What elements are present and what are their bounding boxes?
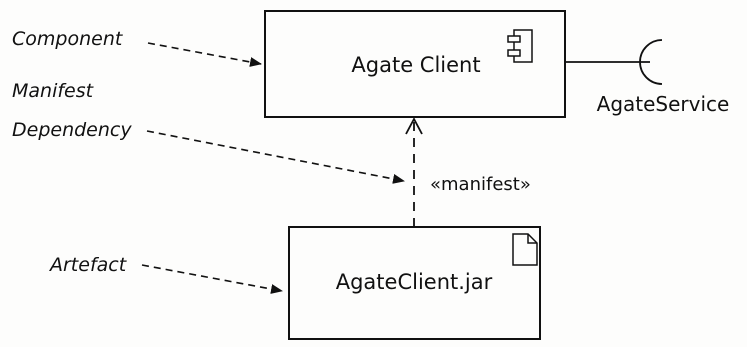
- component-name: Agate Client: [351, 53, 480, 77]
- component-icon: [507, 29, 533, 63]
- annotation-manifest-arrow: [146, 130, 405, 184]
- annotation-artefact-arrow: [141, 264, 283, 294]
- interface-connector: AgateService: [565, 39, 730, 116]
- annotation-manifest-dependency: Manifest Dependency: [12, 80, 405, 184]
- manifest-dependency: «manifest»: [405, 117, 531, 227]
- socket-arc: [639, 39, 663, 85]
- open-arrowhead: [405, 117, 423, 135]
- annotation-manifest-line2: Dependency: [12, 119, 132, 141]
- annotation-component-label: Component: [12, 28, 124, 50]
- annotation-artefact-label: Artefact: [48, 254, 128, 276]
- annotation-component: Component: [12, 28, 262, 67]
- annotation-component-arrow: [147, 42, 262, 67]
- annotation-manifest-line1: Manifest: [12, 80, 95, 102]
- annotation-artefact: Artefact: [48, 254, 283, 294]
- component-box: Agate Client: [264, 10, 566, 118]
- artifact-box: AgateClient.jar: [288, 226, 541, 340]
- artifact-name: AgateClient.jar: [336, 270, 493, 294]
- dependency-stereotype: «manifest»: [430, 174, 531, 195]
- document-icon: [512, 233, 538, 266]
- interface-name: AgateService: [597, 92, 730, 116]
